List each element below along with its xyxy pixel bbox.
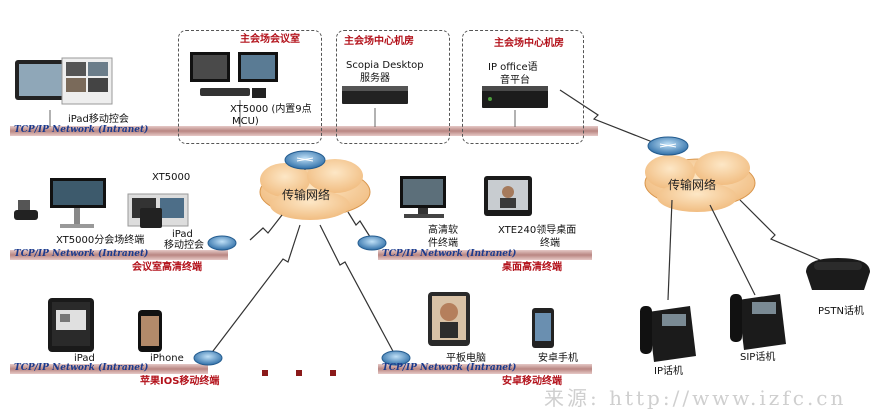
room-data-center-1: 主会场中心机房 (344, 36, 414, 47)
label-scopia-1: Scopia Desktop (346, 60, 424, 71)
label-android: 安卓手机 (538, 353, 578, 364)
xte240-terminal-icon (484, 176, 532, 216)
segment-ios-mobile: 苹果IOS移动终端 (140, 376, 220, 387)
network-label-android: TCP/IP Network (Intranet) (382, 363, 517, 373)
router-right (647, 136, 689, 156)
router-android (381, 350, 411, 366)
label-xt5000-top: XT5000 (152, 172, 191, 183)
room-main-conference: 主会场会议室 (240, 34, 300, 45)
tablet-icon (428, 292, 470, 346)
label-hd-soft-1: 高清软 (428, 225, 458, 236)
iphone-icon (138, 310, 162, 352)
cloud-right (644, 151, 756, 212)
label-ipoffice-1: IP office语 (488, 62, 538, 73)
label-ipad-branch-1: iPad (172, 229, 193, 240)
cloud-label-right: 传输网络 (668, 178, 717, 192)
segment-desktop: 桌面高清终端 (502, 262, 562, 273)
label-hd-soft-2: 件终端 (428, 238, 458, 249)
network-label-ios: TCP/IP Network (Intranet) (14, 363, 149, 373)
label-xt5000-branch: XT5000分会场终端 (56, 235, 145, 246)
label-scopia-2: 服务器 (360, 73, 390, 84)
label-ipad-branch-2: 移动控会 (164, 240, 204, 251)
cloud-label-left: 传输网络 (282, 188, 331, 202)
bus-ios (10, 364, 208, 374)
segment-meeting-room: 会议室高清终端 (132, 262, 202, 273)
room-data-center-2: 主会场中心机房 (494, 38, 564, 49)
bus-android (378, 364, 592, 374)
hd-soft-terminal-icon (400, 176, 446, 218)
xt5000-main-icon (190, 52, 278, 98)
pstn-phone-icon (806, 258, 870, 290)
label-xt5000-main-2: MCU) (232, 116, 259, 127)
label-tablet: 平板电脑 (446, 353, 486, 364)
scopia-server-icon (342, 86, 408, 104)
network-label-top: TCP/IP Network (Intranet) (14, 125, 149, 135)
segment-android-mobile: 安卓移动终端 (502, 376, 562, 387)
router-top (284, 150, 326, 170)
label-xte240-1: XTE240领导桌面 (498, 225, 577, 236)
router-meeting (207, 235, 237, 251)
android-phone-icon (532, 308, 554, 348)
label-ipad-ios: iPad (74, 353, 95, 364)
ip-phone-icon (640, 306, 696, 362)
label-xte240-2: 终端 (540, 238, 560, 249)
data-center-box-2 (462, 30, 584, 144)
ellipsis-dot (262, 370, 268, 376)
label-xt5000-main: XT5000 (内置9点 (230, 104, 312, 115)
ellipsis-dot (296, 370, 302, 376)
label-sip-phone: SIP话机 (740, 352, 776, 363)
ipad-ios-icon (48, 298, 94, 352)
ipad-main-icon (15, 57, 113, 105)
label-ip-phone: IP话机 (654, 366, 683, 377)
bus-desktop (378, 250, 592, 260)
router-ios (193, 350, 223, 366)
network-label-desktop: TCP/IP Network (Intranet) (382, 249, 517, 259)
bus-meeting (10, 250, 228, 260)
label-ipoffice-2: 音平台 (500, 75, 530, 86)
data-center-box-1 (336, 30, 450, 144)
label-ipad-main: iPad移动控会 (68, 114, 129, 125)
label-iphone: iPhone (150, 353, 184, 364)
cloud-left (259, 159, 371, 220)
network-label-meeting: TCP/IP Network (Intranet) (14, 249, 149, 259)
bus-top (10, 126, 598, 136)
label-pstn-phone: PSTN话机 (818, 306, 864, 317)
ellipsis-dot (330, 370, 336, 376)
xt5000-branch-icon (14, 178, 106, 228)
watermark: 来源: http://www.izfc.cn (544, 386, 847, 410)
ipoffice-icon (482, 86, 548, 108)
main-conference-box (178, 30, 322, 144)
sip-phone-icon (730, 294, 786, 350)
router-desktop (357, 235, 387, 251)
ipad-branch-icon (127, 193, 189, 228)
